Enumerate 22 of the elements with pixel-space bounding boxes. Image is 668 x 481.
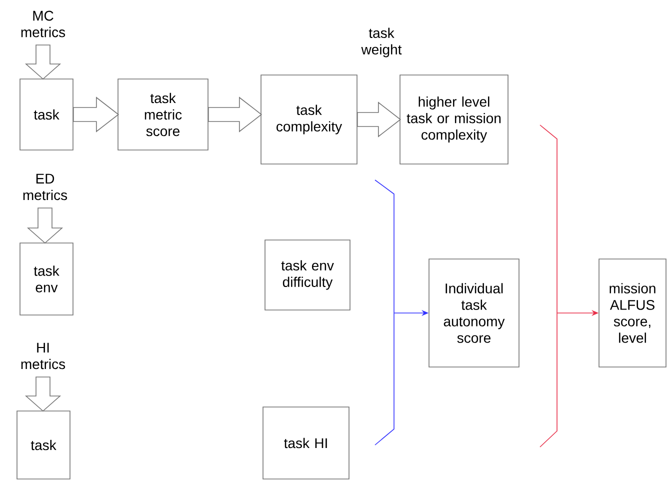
process-box: mission ALFUS score, level: [598, 258, 666, 368]
metrics-label: MC metrics: [21, 10, 66, 38]
process-box: task complexity: [260, 74, 358, 164]
process-box: task: [20, 78, 74, 150]
block-arrow: [73, 96, 120, 132]
bracket: [540, 124, 558, 448]
process-box: task HI: [262, 406, 350, 480]
process-box: Individual task autonomy score: [428, 258, 520, 368]
process-box: task metric score: [118, 78, 208, 150]
process-box: task env: [20, 242, 74, 316]
metrics-label: HI metrics: [21, 342, 66, 370]
metrics-label: ED metrics: [23, 174, 68, 200]
edge-label: task weight: [361, 28, 402, 58]
bracket: [374, 180, 394, 446]
process-box: higher level task or mission complexity: [400, 74, 508, 164]
block-arrow: [26, 208, 64, 244]
block-arrow: [208, 96, 262, 132]
block-arrow: [357, 102, 402, 138]
process-box: task: [16, 410, 70, 480]
block-arrow: [24, 376, 62, 412]
process-box: task env difficulty: [264, 240, 350, 310]
block-arrow: [24, 44, 62, 80]
